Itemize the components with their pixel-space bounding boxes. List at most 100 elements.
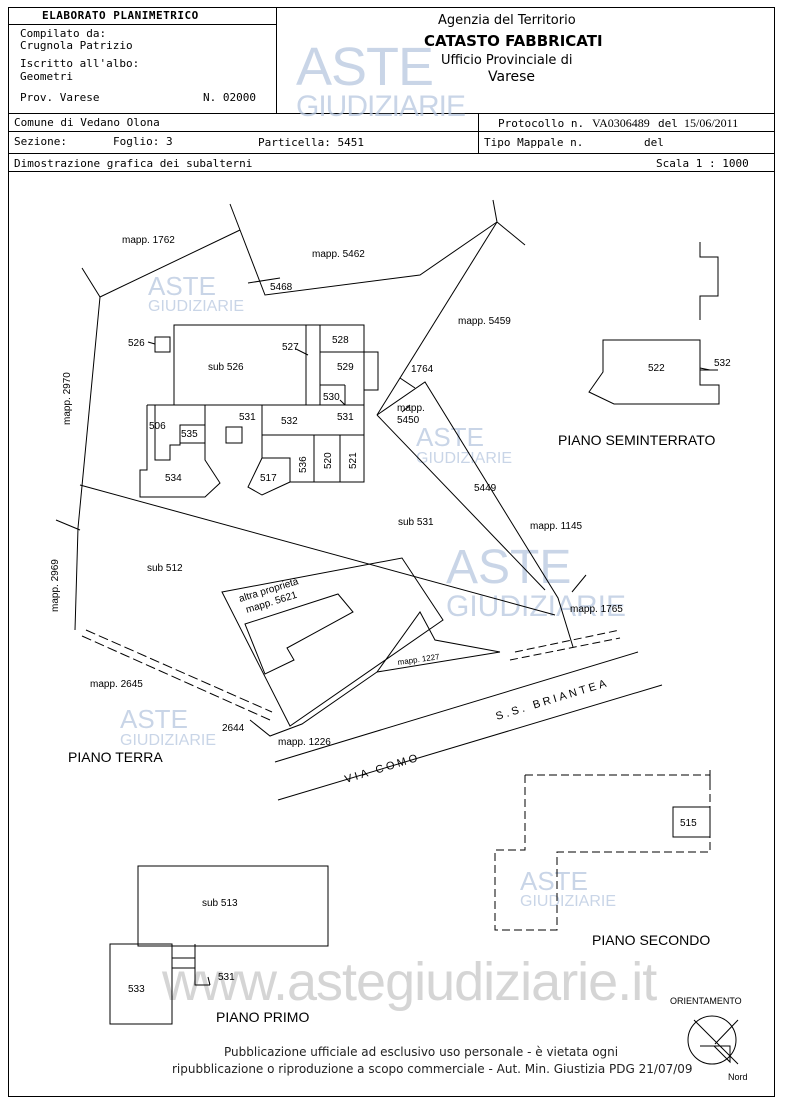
- unit-515: [672, 806, 711, 838]
- watermark-giudiziarie: GIUDIZIARIE: [296, 90, 466, 123]
- cadastre-name: CATASTO FABBRICATI: [424, 32, 603, 50]
- label-5449: 5449: [474, 483, 497, 494]
- label-mapp-2969: mapp. 2969: [50, 559, 61, 612]
- label-1764: 1764: [411, 364, 434, 375]
- label-mapp-5459: mapp. 5459: [458, 316, 511, 327]
- mapp-5621: [221, 557, 444, 727]
- label-sub-526: sub 526: [208, 362, 244, 373]
- watermark-aste: ASTE: [296, 37, 434, 97]
- label-506: 506: [149, 421, 166, 432]
- piano-secondo-outline: [494, 774, 711, 931]
- label-5468: 5468: [270, 282, 293, 293]
- lot-boundary-north: [229, 203, 241, 231]
- label-mapp-1226: mapp. 1226: [278, 737, 331, 748]
- label-532-right: 532: [714, 358, 731, 369]
- watermark-giudiziarie: GIUDIZIARIE: [148, 298, 245, 315]
- protocol-box-border: [478, 113, 479, 153]
- doc-title: ELABORATO PLANIMETRICO: [42, 9, 199, 22]
- dimostrazione: Dimostrazione grafica dei subalterni: [14, 157, 253, 170]
- north-arrow-circle: [687, 1015, 737, 1065]
- sezione: Sezione:: [14, 135, 67, 148]
- label-526: 526: [128, 338, 145, 349]
- tipo-mappale: Tipo Mappale n.: [484, 136, 584, 149]
- watermark-aste: ASTE: [416, 422, 484, 452]
- tipo-mappale-del: del: [644, 136, 664, 149]
- registered: Geometri: [20, 70, 73, 83]
- label-536: 536: [298, 456, 309, 473]
- label-534: 534: [165, 473, 182, 484]
- office-city: Varese: [488, 69, 536, 85]
- label-ss-briantea: S.S. BRIANTEA: [494, 677, 610, 723]
- lot-boundary-5462: [239, 221, 498, 296]
- label-mapp-1765: mapp. 1765: [570, 604, 623, 615]
- unit-517: [247, 457, 291, 496]
- label-piano-primo: PIANO PRIMO: [216, 1009, 309, 1025]
- label-517: 517: [260, 473, 277, 484]
- unit-522: [588, 339, 720, 405]
- comune: Comune di Vedano Olona: [14, 116, 160, 129]
- label-piano-secondo: PIANO SECONDO: [592, 932, 710, 948]
- office-name: Ufficio Provinciale di: [441, 53, 573, 68]
- header-divider-4: [8, 171, 775, 172]
- lot-boundary-tick: [496, 221, 526, 246]
- label-via-como: VIA COMO: [343, 751, 421, 785]
- unit-533: [109, 943, 173, 1025]
- label-527: 527: [282, 342, 299, 353]
- lot-boundary-tick: [492, 199, 498, 223]
- lot-boundary-west: [74, 267, 101, 631]
- label-522: 522: [648, 363, 665, 374]
- protocollo-number: VA0306489: [592, 116, 650, 130]
- label-531-primo: 531: [218, 972, 235, 983]
- lot-boundary-mid: [79, 484, 556, 616]
- label-2644: 2644: [222, 723, 245, 734]
- foglio: Foglio: 3: [113, 135, 173, 148]
- mapp-1227: [376, 611, 501, 673]
- label-mapp-2970: mapp. 2970: [62, 372, 73, 425]
- particella: Particella: 5451: [258, 136, 364, 149]
- label-sub-513: sub 513: [202, 898, 238, 909]
- sub-513-block: [137, 865, 329, 947]
- lot-boundary-5449: [376, 414, 546, 591]
- road-ss-briantea: [274, 651, 639, 763]
- header-left-border: [276, 7, 277, 113]
- label-orientamento: ORIENTAMENTO: [670, 996, 742, 1006]
- watermark-aste: ASTE: [520, 866, 588, 896]
- label-piano-terra: PIANO TERRA: [68, 749, 163, 765]
- lot-boundary-north: [99, 229, 241, 298]
- header-divider-3: [8, 153, 775, 154]
- footer-line-2: ripubblicazione o riproduzione a scopo c…: [172, 1062, 693, 1076]
- label-mapp-2645: mapp. 2645: [90, 679, 143, 690]
- label-mapp-1762: mapp. 1762: [122, 235, 175, 246]
- agency-name: Agenzia del Territorio: [438, 13, 576, 28]
- register-number: N. 02000: [203, 91, 256, 104]
- label-mapp-1145: mapp. 1145: [530, 521, 583, 532]
- title-divider: [8, 24, 276, 25]
- label-531b: 531: [337, 412, 354, 423]
- parcel-5468: [247, 277, 281, 284]
- protocollo-del: del: [658, 117, 678, 130]
- unit-526-small: [154, 336, 171, 353]
- label-535: 535: [181, 429, 198, 440]
- boundary-2645: [81, 635, 271, 721]
- label-mapp-5462: mapp. 5462: [312, 249, 365, 260]
- province: Prov. Varese: [20, 91, 100, 104]
- label-mapp-5450a: mapp.: [397, 403, 425, 414]
- lot-boundary-5450: [376, 381, 574, 648]
- registered-label: Iscritto all'albo:: [20, 57, 140, 70]
- watermark-giudiziarie: GIUDIZIARIE: [446, 590, 627, 623]
- protocollo-date: 15/06/2011: [684, 116, 739, 130]
- watermark-aste: ASTE: [148, 271, 216, 301]
- label-mapp-5450b: 5450: [397, 415, 420, 426]
- lot-boundary-5459: [376, 221, 498, 416]
- boundary-tick: [571, 574, 587, 593]
- label-sub-531: sub 531: [398, 517, 434, 528]
- road-via-como: [277, 684, 663, 801]
- watermark-site: www.astegiudiziarie.it: [162, 952, 657, 1012]
- label-533: 533: [128, 984, 145, 995]
- label-515: 515: [680, 818, 697, 829]
- footer-line-1: Pubblicazione ufficiale ad esclusivo uso…: [224, 1045, 619, 1059]
- label-nord: Nord: [728, 1072, 748, 1082]
- boundary-tick: [399, 377, 416, 389]
- right-structure-top: [699, 242, 719, 320]
